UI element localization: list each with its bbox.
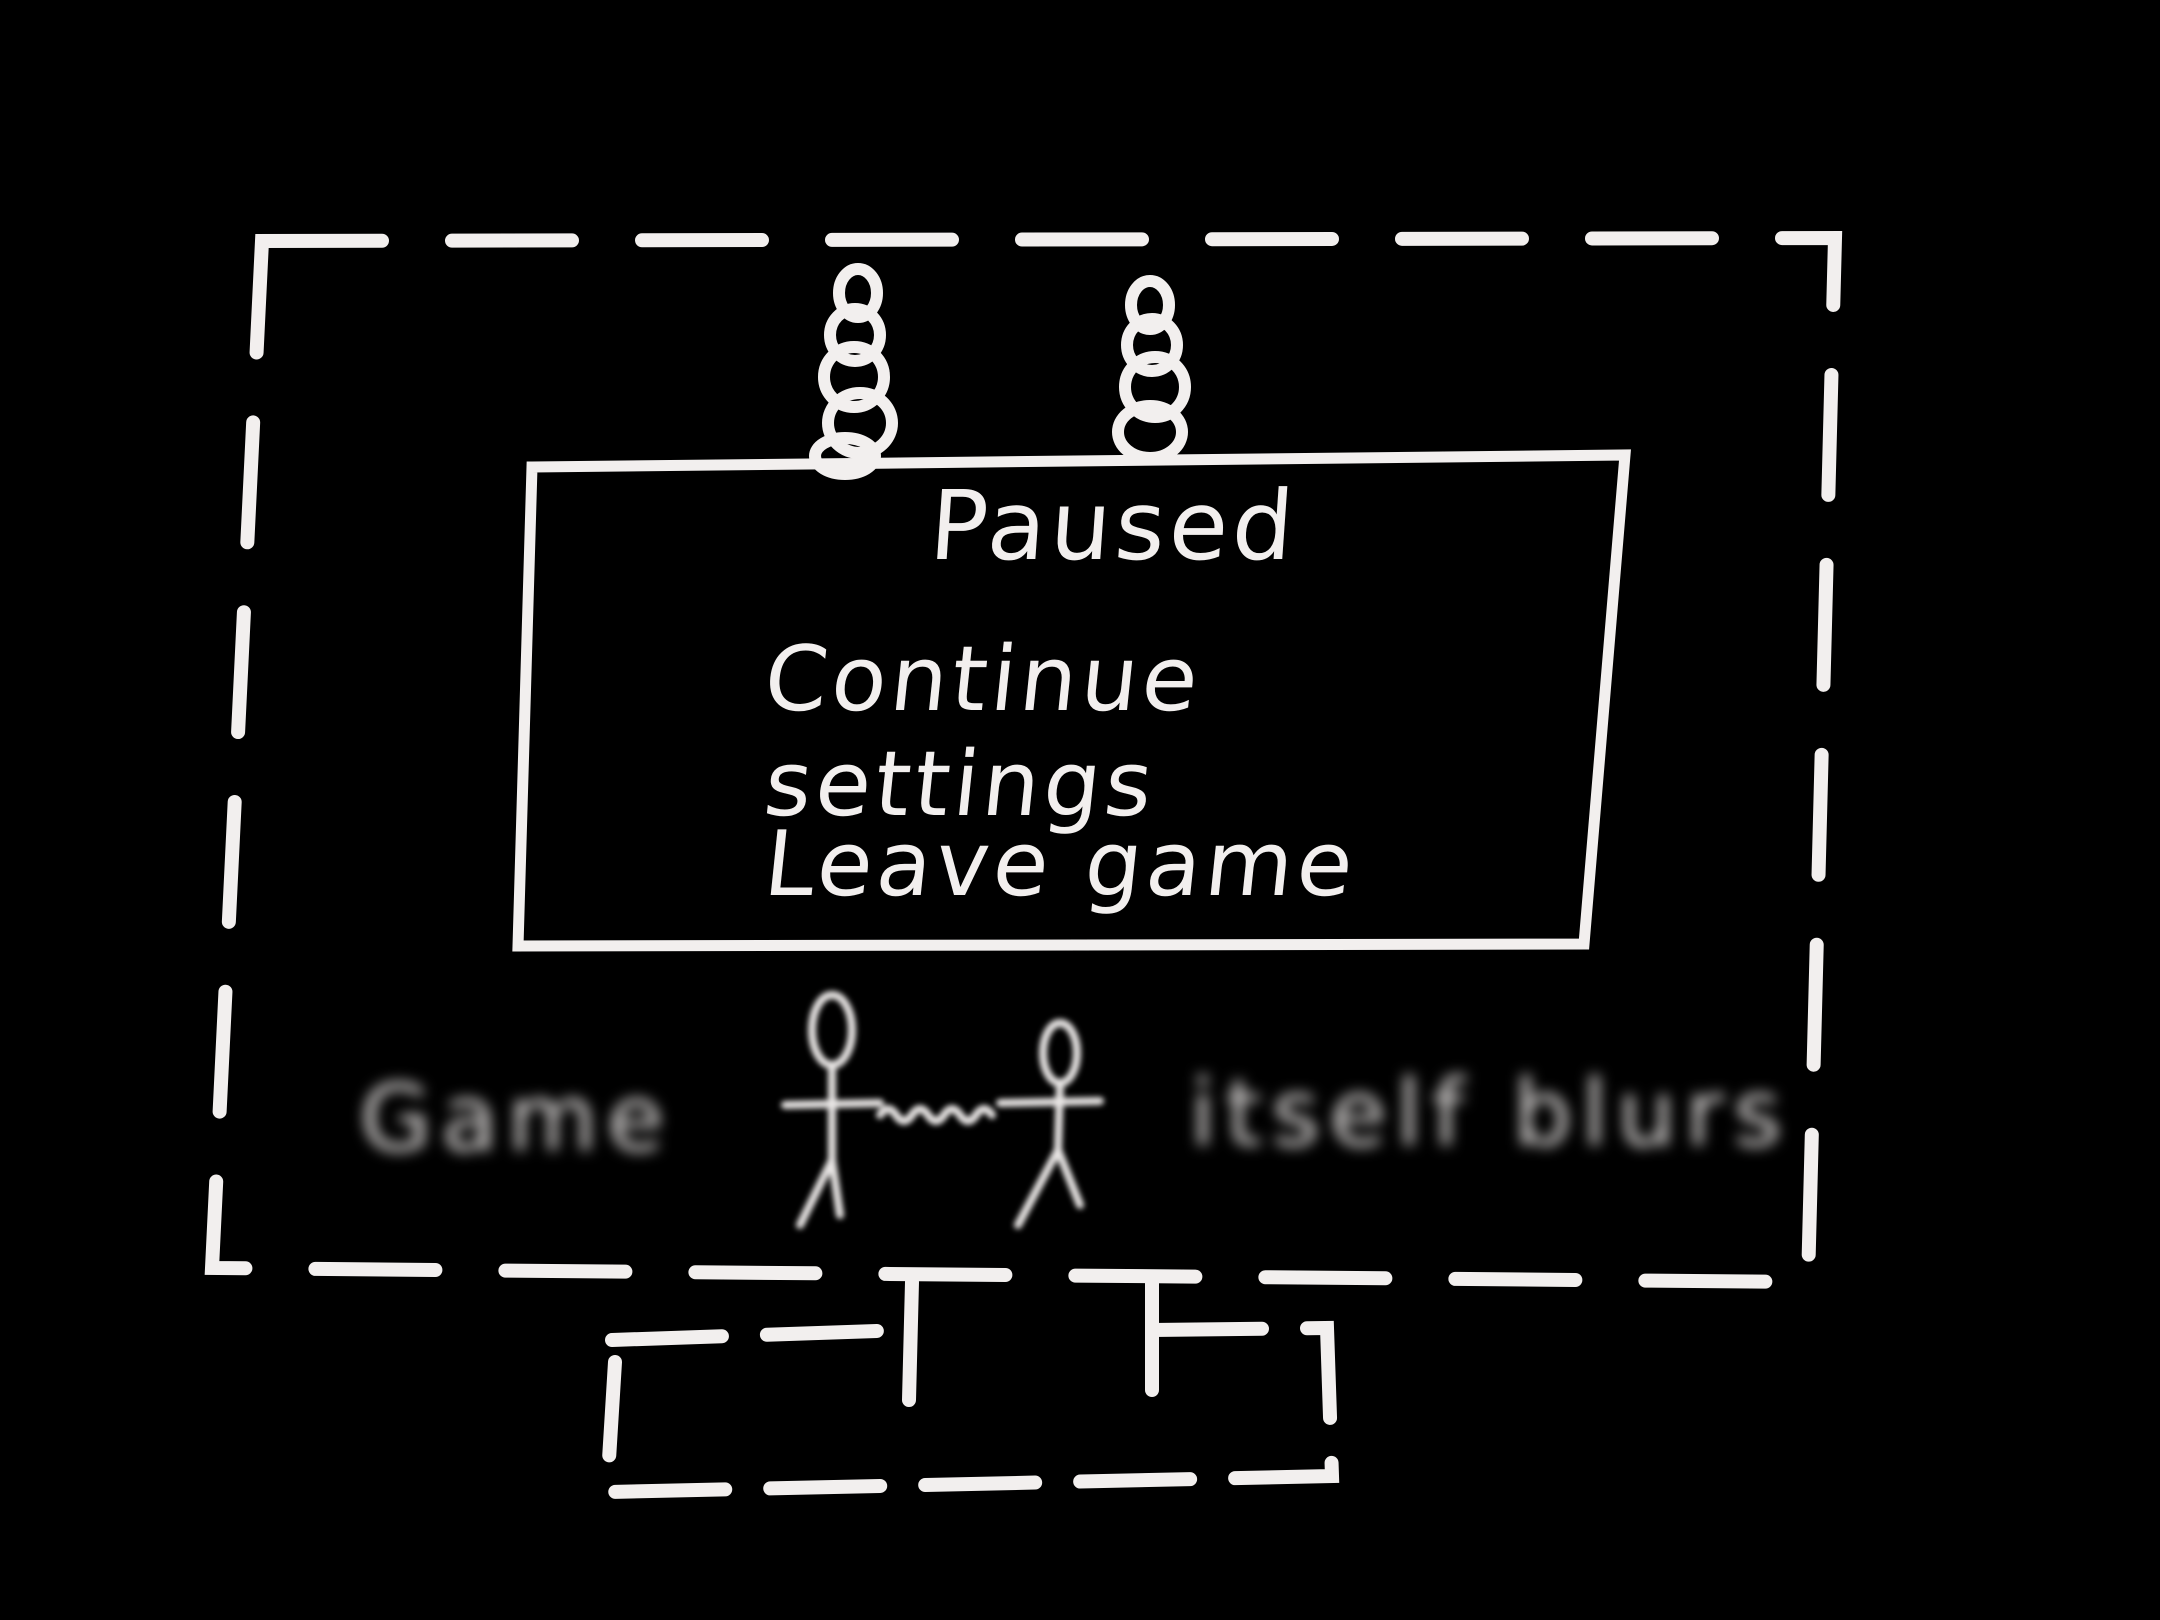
monitor-frame bbox=[204, 230, 1843, 1290]
chain-right bbox=[1112, 275, 1191, 464]
stick-figure-left-icon bbox=[781, 991, 884, 1229]
stand-left bbox=[902, 1275, 919, 1407]
chain-between-icon bbox=[876, 1105, 996, 1125]
game-caption-left: Game bbox=[360, 1065, 674, 1172]
stick-figures bbox=[781, 991, 1104, 1229]
monitor-base bbox=[599, 1320, 1340, 1500]
continue-button[interactable]: Continue bbox=[759, 627, 1208, 732]
pause-title: Paused bbox=[926, 470, 1302, 582]
leave-game-button[interactable]: Leave game bbox=[759, 812, 1363, 917]
chain-left bbox=[809, 263, 898, 480]
stick-figure-right-icon bbox=[996, 1019, 1104, 1229]
pause-panel-border bbox=[512, 449, 1631, 952]
game-caption-right: itself blurs bbox=[1190, 1060, 1792, 1167]
